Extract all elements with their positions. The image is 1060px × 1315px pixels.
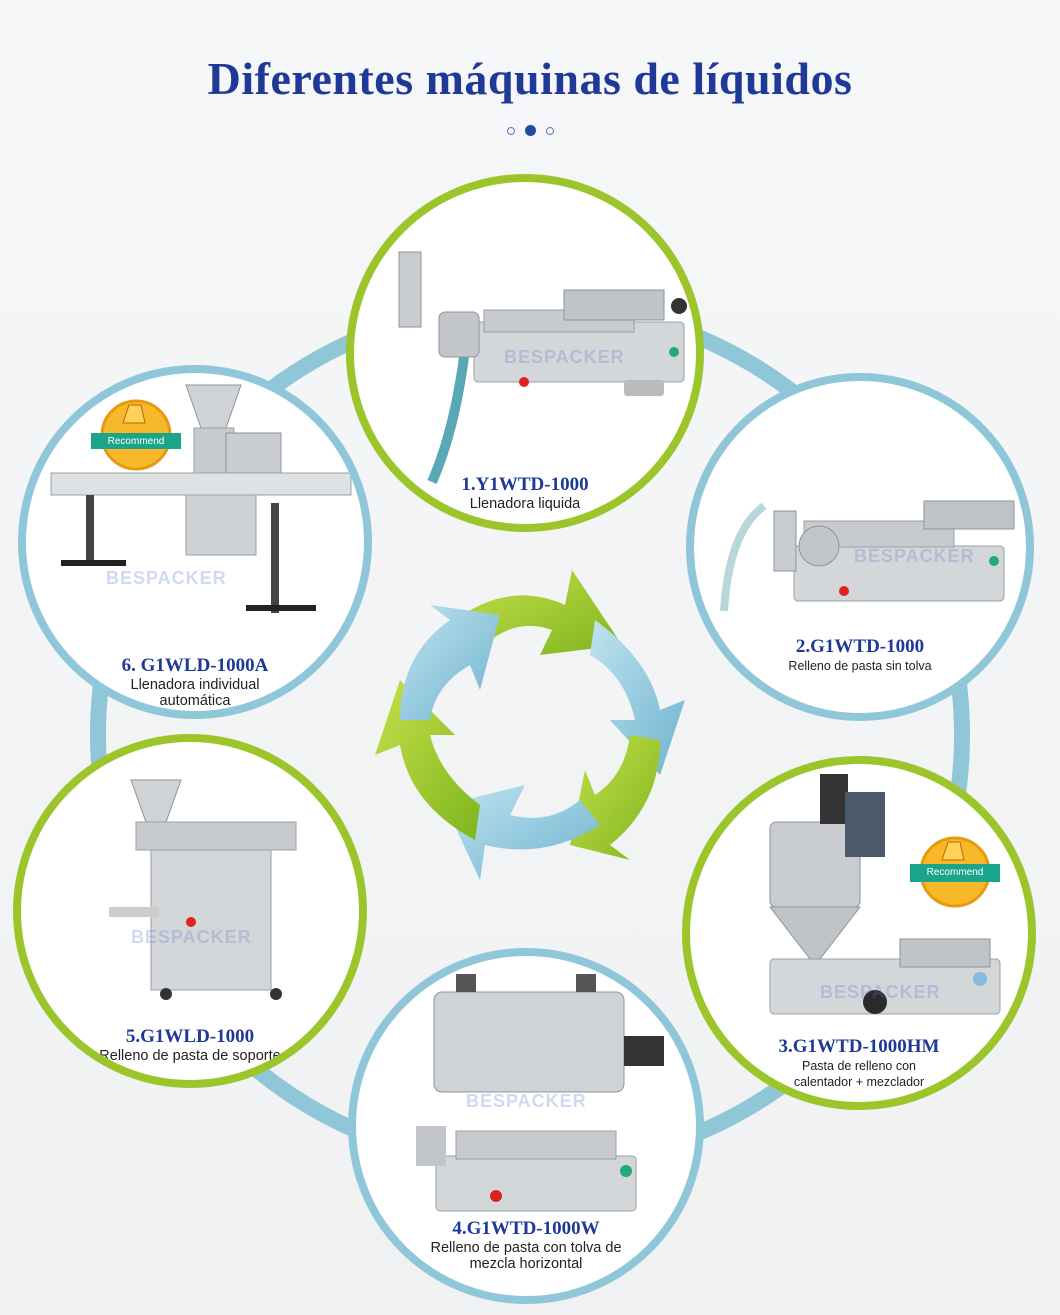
- machine-description-line2: mezcla horizontal: [469, 1256, 583, 1272]
- machine-model: 2.G1WTD-1000: [795, 636, 925, 657]
- filling-machine-icon: [109, 779, 297, 1000]
- machine-card-3[interactable]: Recommend BESPACKER 3.G1WTD-1000HM Pasta…: [682, 756, 1036, 1110]
- watermark: BESPACKER: [466, 1091, 587, 1111]
- machine-description-line1: Llenadora individual: [130, 677, 260, 693]
- machine-description-line2: calentador + mezclador: [793, 1075, 925, 1089]
- carousel-dot-active[interactable]: [524, 125, 536, 137]
- filling-machine-icon: [416, 974, 664, 1212]
- recommend-badge-icon: [910, 836, 1000, 908]
- carousel-dot[interactable]: [506, 126, 515, 135]
- carousel-dot[interactable]: [545, 126, 554, 135]
- page-title: Diferentes máquinas de líquidos: [207, 53, 853, 104]
- machine-model: 3.G1WTD-1000HM: [778, 1036, 940, 1057]
- filling-machine-icon: [398, 251, 687, 485]
- machine-model: 4.G1WTD-1000W: [452, 1218, 600, 1239]
- filling-machine-icon: [720, 500, 1015, 612]
- machine-card-6[interactable]: Recommend BESPACKER 6. G1WLD-1000A Llena…: [18, 365, 372, 719]
- watermark: BESPACKER: [131, 927, 252, 947]
- machine-card-5[interactable]: BESPACKER 5.G1WLD-1000 Relleno de pasta …: [13, 734, 367, 1088]
- filling-machine-icon: [768, 774, 1001, 1015]
- machine-model: 5.G1WLD-1000: [125, 1026, 255, 1047]
- machine-description-line1: Pasta de relleno con: [802, 1059, 916, 1073]
- machine-description: Relleno de pasta sin tolva: [788, 659, 932, 673]
- machine-card-1[interactable]: BESPACKER 1.Y1WTD-1000 Llenadora liquida: [346, 174, 704, 532]
- carousel-dots[interactable]: [0, 122, 1060, 140]
- machine-card-2[interactable]: BESPACKER 2.G1WTD-1000 Relleno de pasta …: [686, 373, 1034, 721]
- watermark: BESPACKER: [854, 546, 975, 566]
- machine-model: 1.Y1WTD-1000: [461, 474, 589, 495]
- recommend-badge-icon: [91, 399, 181, 471]
- watermark: BESPACKER: [504, 347, 625, 367]
- machine-model: 6. G1WLD-1000A: [121, 655, 269, 676]
- machine-card-4[interactable]: BESPACKER 4.G1WTD-1000W Relleno de pasta…: [348, 948, 704, 1304]
- watermark: BESPACKER: [820, 982, 941, 1002]
- recommend-label: Recommend: [107, 436, 165, 447]
- machine-description: Relleno de pasta de soporte: [99, 1048, 281, 1064]
- cycle-arrows-icon: [375, 570, 685, 880]
- machine-description-line2: automática: [159, 693, 231, 709]
- machine-description-line1: Relleno de pasta con tolva de: [430, 1240, 622, 1256]
- machine-description: Llenadora liquida: [469, 496, 581, 512]
- watermark: BESPACKER: [106, 568, 227, 588]
- recommend-label: Recommend: [926, 867, 984, 878]
- filling-machine-icon: [50, 384, 352, 613]
